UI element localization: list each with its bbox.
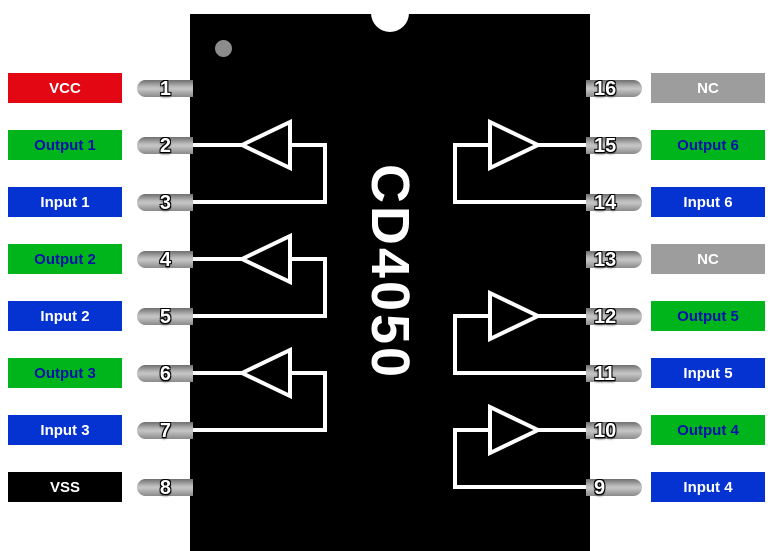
- pin-number: 15: [594, 134, 617, 157]
- pin-label-nc-13: NC: [651, 244, 765, 274]
- pin-number: 7: [159, 419, 171, 442]
- pin-number: 14: [594, 191, 617, 214]
- pin-number: 10: [594, 419, 617, 442]
- pin-12: 12: [586, 305, 642, 328]
- pin-label-output-4: Output 4: [651, 415, 765, 445]
- pin-label-output-6: Output 6: [651, 130, 765, 160]
- pin-9: 9: [586, 476, 642, 499]
- pin-label-input-6: Input 6: [651, 187, 765, 217]
- pin-3: 3: [137, 191, 193, 214]
- pin-label-input-3: Input 3: [8, 415, 122, 445]
- pin-label-output-3: Output 3: [8, 358, 122, 388]
- pin-number: 1: [159, 77, 171, 100]
- pin-label-output-1: Output 1: [8, 130, 122, 160]
- pin-label-vss: VSS: [8, 472, 122, 502]
- pin-14: 14: [586, 191, 642, 214]
- pin-label-vcc: VCC: [8, 73, 122, 103]
- pin-number: 11: [594, 362, 616, 385]
- pin-number: 12: [594, 305, 617, 328]
- pin-number: 3: [159, 191, 171, 214]
- pin-2: 2: [137, 134, 193, 157]
- pin-number: 8: [159, 476, 171, 499]
- pin-11: 11: [586, 362, 642, 385]
- pin-6: 6: [137, 362, 193, 385]
- pin-number: 4: [159, 248, 171, 271]
- pin-7: 7: [137, 419, 193, 442]
- chip-body: [190, 14, 590, 551]
- pin-13: 13: [586, 248, 642, 271]
- pin-label-input-2: Input 2: [8, 301, 122, 331]
- pin-number: 16: [594, 77, 617, 100]
- chip-notch: [371, 0, 409, 32]
- pin-label-input-4: Input 4: [651, 472, 765, 502]
- pin-5: 5: [137, 305, 193, 328]
- pin-16: 16: [586, 77, 642, 100]
- chip-name: CD4050: [360, 163, 420, 381]
- pin-label-input-5: Input 5: [651, 358, 765, 388]
- pin-number: 9: [594, 476, 606, 499]
- pin-number: 6: [159, 362, 171, 385]
- pin-8: 8: [137, 476, 193, 499]
- pin-10: 10: [586, 419, 642, 442]
- pin-label-nc-16: NC: [651, 73, 765, 103]
- pin-label-output-2: Output 2: [8, 244, 122, 274]
- pin-label-input-1: Input 1: [8, 187, 122, 217]
- pin-number: 5: [159, 305, 171, 328]
- pin-4: 4: [137, 248, 193, 271]
- pin-15: 15: [586, 134, 642, 157]
- pin-number: 2: [159, 134, 171, 157]
- pin-1: 1: [137, 77, 193, 100]
- pin-label-output-5: Output 5: [651, 301, 765, 331]
- pin-number: 13: [594, 248, 617, 271]
- internal-buffers: [190, 118, 590, 489]
- pin1-indicator-dot: [215, 40, 232, 57]
